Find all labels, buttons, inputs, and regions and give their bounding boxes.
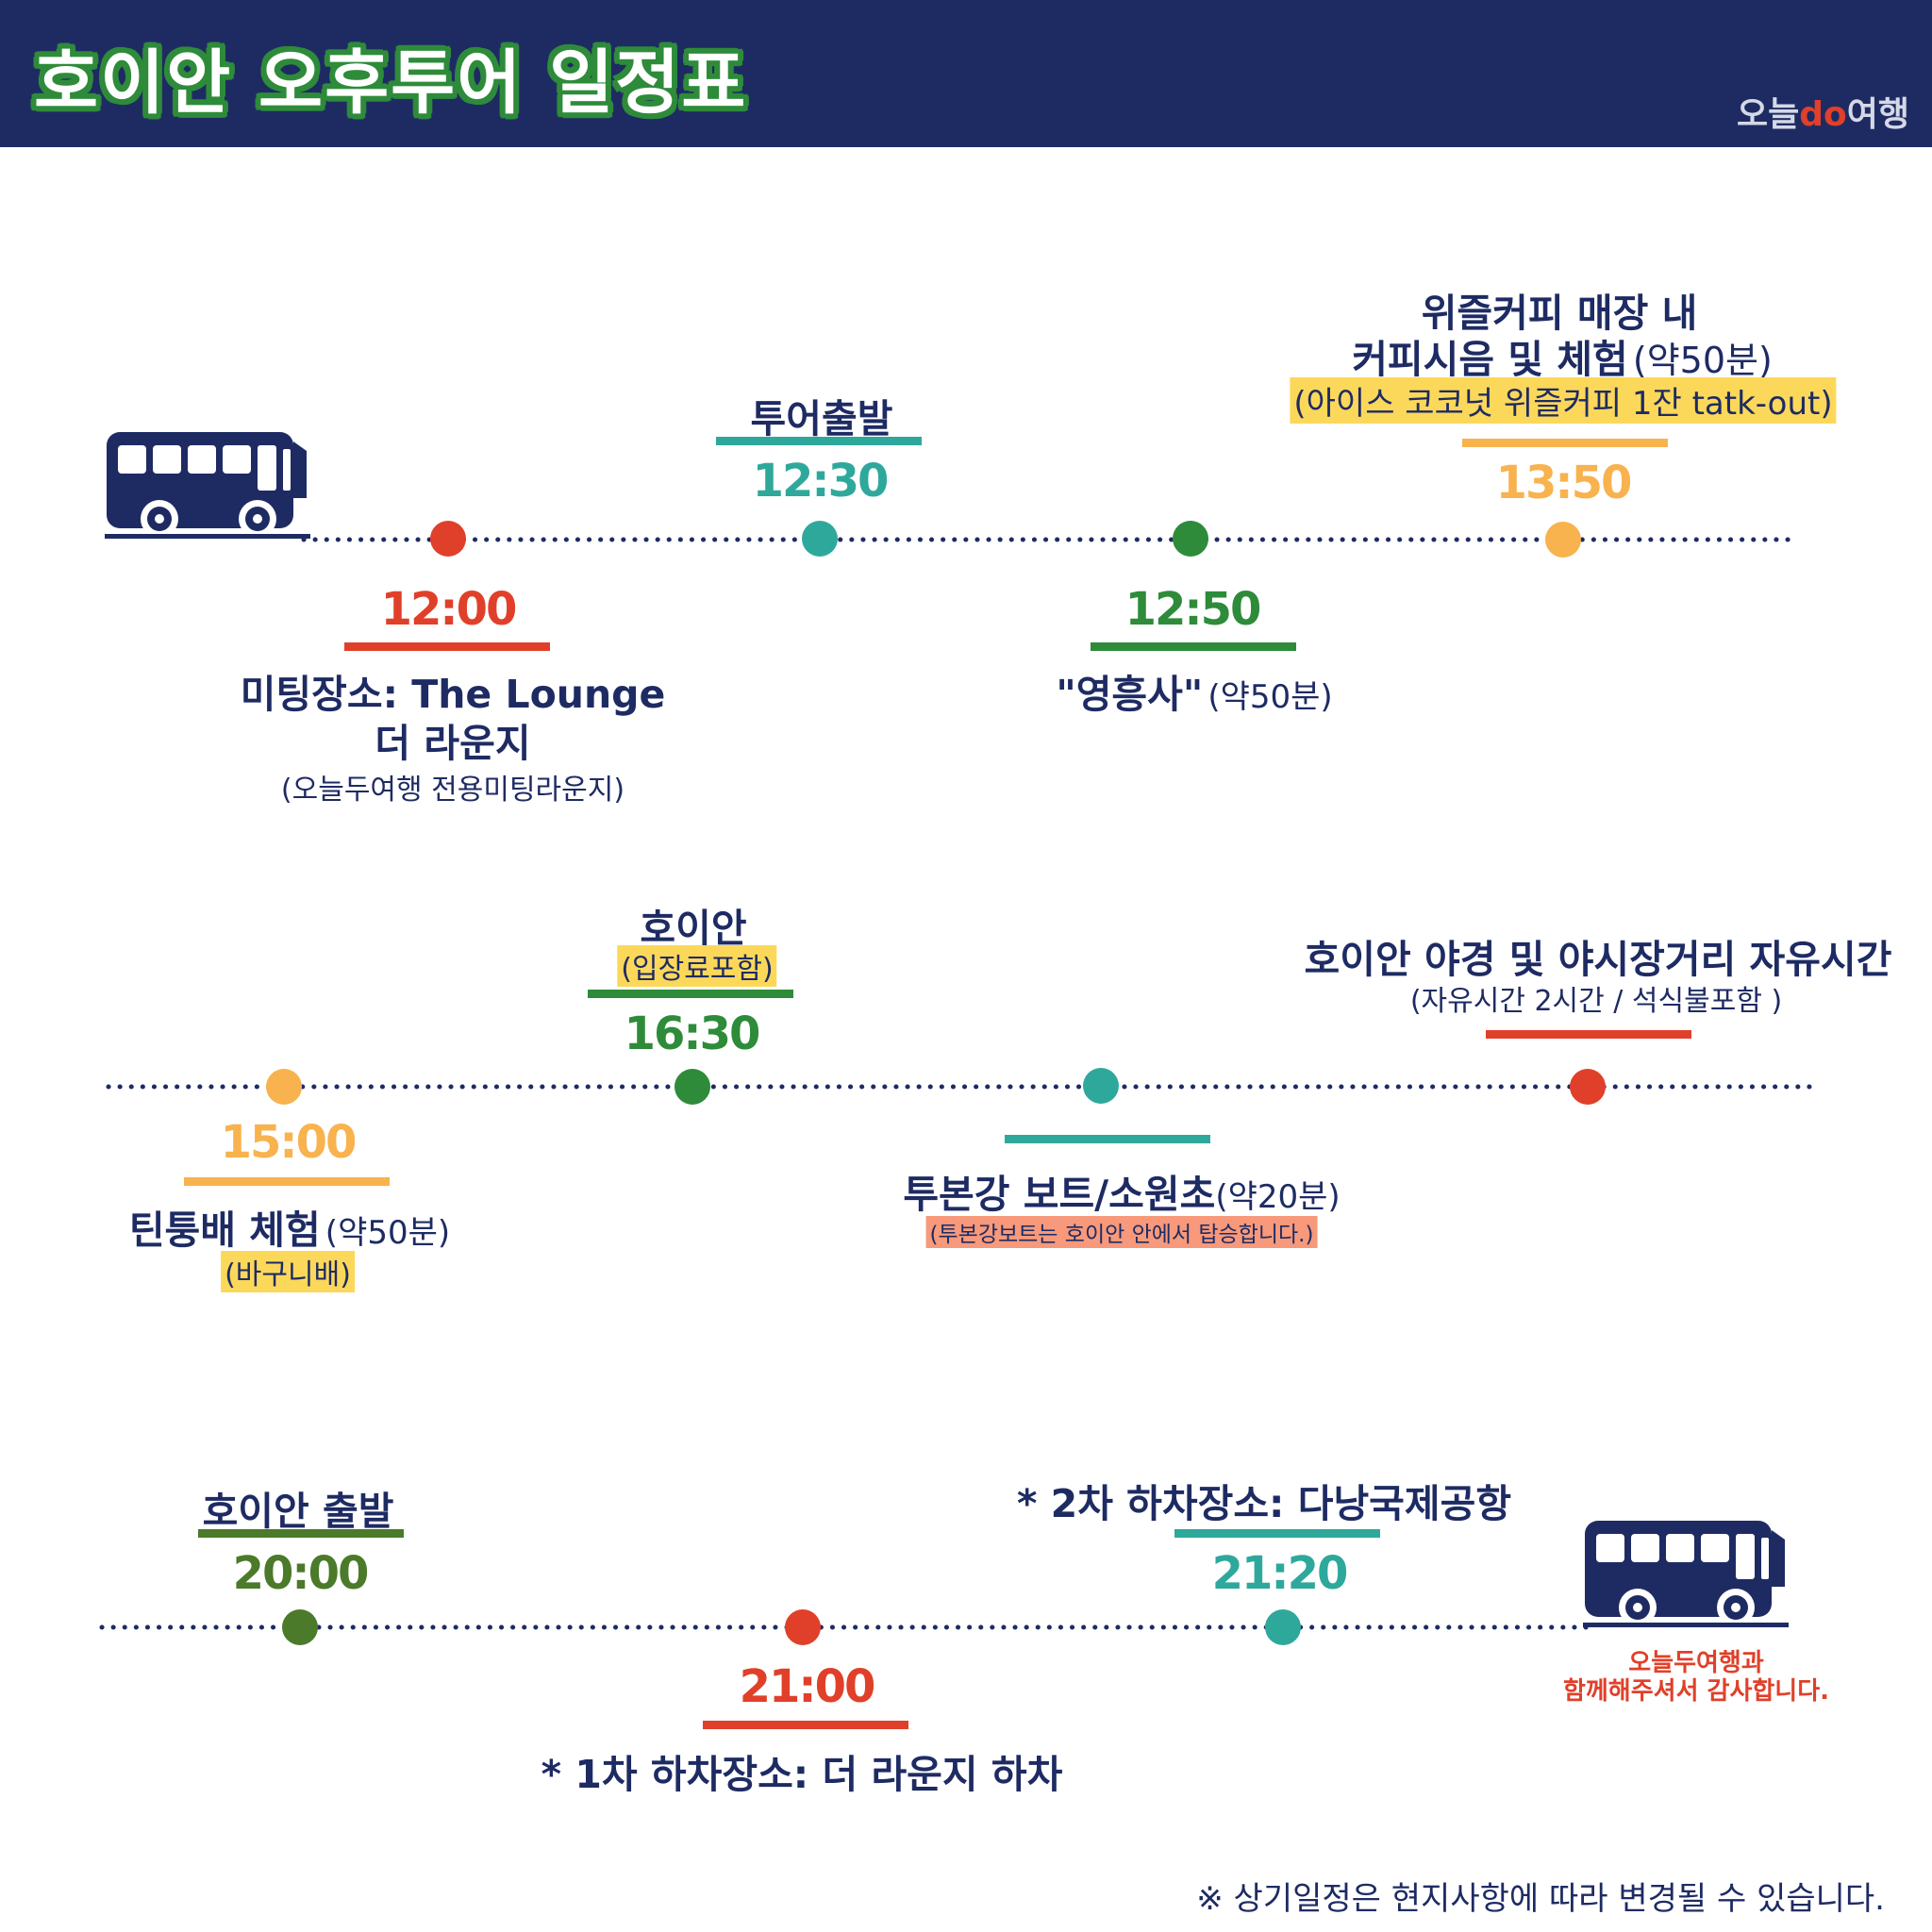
coffee-label-line2-group: 커피시음 및 체험 (약50분)	[1352, 327, 1773, 384]
time-1230: 12:30	[752, 455, 890, 508]
underline-2100	[703, 1721, 908, 1729]
temple-label-group: "영흥사" (약50분)	[1056, 662, 1332, 719]
boat-label-group: 투본강 보트/소원초(약20분)	[903, 1162, 1340, 1219]
time-1200: 12:00	[380, 583, 518, 636]
meeting-place-note: (오늘두여행 전용미팅라운지)	[280, 774, 625, 807]
bus-icon	[1583, 1521, 1789, 1627]
underline-1500	[184, 1177, 390, 1186]
underline-2120	[1174, 1529, 1380, 1538]
basket-boat-duration: (약50분)	[325, 1214, 451, 1252]
timeline-dot-1350	[1545, 522, 1581, 558]
underline-1200	[344, 642, 550, 651]
coffee-note: (아이스 코코넛 위즐커피 1잔 tatk-out)	[1290, 377, 1837, 424]
time-2000: 20:00	[232, 1547, 370, 1600]
temple-label: "영흥사"	[1056, 672, 1204, 717]
time-1630: 16:30	[624, 1008, 761, 1060]
thanks-line-1: 오늘두여행과	[1628, 1649, 1764, 1677]
time-1350: 13:50	[1495, 457, 1633, 509]
thanks-message: 오늘두여행과 함께해주셔서 감사합니다.	[1563, 1649, 1829, 1706]
basket-boat-group: 틴퉁배 체험 (약50분)	[129, 1198, 450, 1255]
brand-logo: 오늘do여행	[1737, 87, 1909, 136]
hoian-note: (입장료포함)	[617, 945, 777, 987]
timeline-dot-2120	[1265, 1609, 1301, 1645]
timeline-dot-1500	[266, 1069, 302, 1105]
timeline-dot-1630	[675, 1069, 710, 1105]
underline-1630	[588, 990, 793, 998]
footer-note: ※ 상기일정은 현지사항에 따라 변경될 수 있습니다.	[1196, 1880, 1885, 1918]
time-1250: 12:50	[1124, 583, 1262, 636]
boat-label: 투본강 보트/소원초	[903, 1172, 1216, 1217]
time-1500: 15:00	[220, 1116, 358, 1169]
bus-icon	[105, 432, 310, 539]
dropoff-2-label: * 2차 하차장소: 다낭국제공항	[1016, 1481, 1512, 1526]
underline-1350	[1462, 439, 1668, 447]
header-bar: 호이안 오후투어 일정표 오늘do여행	[0, 0, 1932, 147]
thanks-line-2: 함께해주셔서 감사합니다.	[1562, 1677, 1830, 1706]
underline-night	[1486, 1030, 1691, 1039]
dropoff-1-label: * 1차 하차장소: 더 라운지 하차	[541, 1752, 1063, 1797]
night-market-label: 호이안 야경 및 야시장거리 자유시간	[1304, 937, 1892, 982]
basket-boat-label: 틴퉁배 체험	[128, 1208, 321, 1253]
brand-prefix: 오늘	[1736, 95, 1800, 134]
meeting-place-label: 미팅장소: The Lounge	[240, 672, 666, 717]
page-title: 호이안 오후투어 일정표	[34, 42, 748, 124]
timeline-dot-boat	[1083, 1068, 1119, 1104]
hoian-label: 호이안	[640, 906, 747, 951]
timeline-dot-1230	[802, 521, 838, 557]
time-2120: 21:20	[1211, 1547, 1349, 1600]
hoian-depart-label: 호이안 출발	[202, 1489, 394, 1534]
boat-note: (투본강보트는 호이안 안에서 탑승합니다.)	[925, 1216, 1318, 1248]
timeline-dot-night	[1570, 1069, 1606, 1105]
basket-boat-note: (바구니배)	[221, 1251, 355, 1292]
coffee-label-line1: 위즐커피 매장 내	[1421, 291, 1698, 336]
coffee-label-line2: 커피시음 및 체험	[1352, 337, 1628, 382]
temple-duration: (약50분)	[1208, 678, 1333, 716]
underline-1250	[1091, 642, 1296, 651]
brand-suffix: 여행	[1846, 95, 1909, 134]
underline-boat	[1005, 1135, 1210, 1143]
timeline-dot-1250	[1173, 521, 1208, 557]
boat-duration: (약20분)	[1215, 1178, 1341, 1216]
brand-do: do	[1799, 95, 1847, 134]
night-market-note: (자유시간 2시간 / 석식불포함 )	[1409, 985, 1783, 1018]
timeline-dot-2000	[282, 1609, 318, 1645]
coffee-duration: (약50분)	[1632, 340, 1773, 381]
underline-1230	[716, 437, 922, 445]
tour-start-label: 투어출발	[750, 396, 893, 441]
timeline-dot-2100	[785, 1609, 821, 1645]
underline-2000	[198, 1529, 404, 1538]
meeting-place-korean: 더 라운지	[375, 721, 531, 766]
timeline-dot-1200	[430, 521, 466, 557]
time-2100: 21:00	[739, 1660, 876, 1713]
